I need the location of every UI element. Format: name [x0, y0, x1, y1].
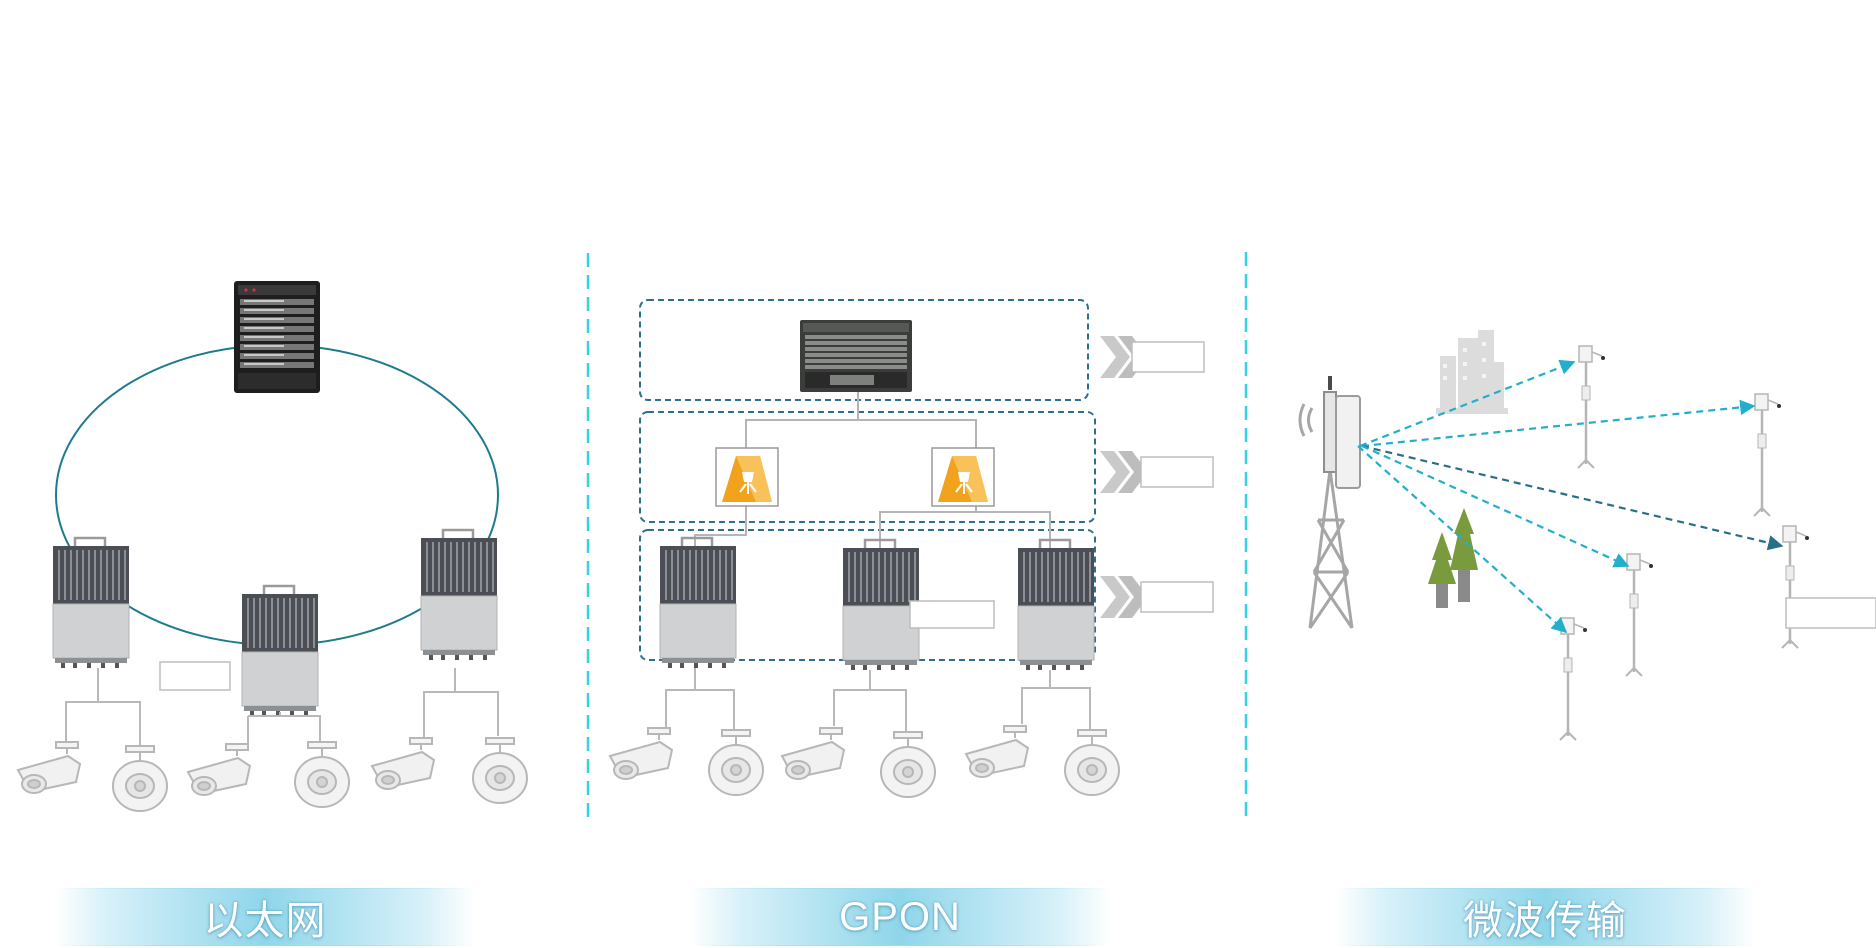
odn-layer-box — [639, 411, 1096, 523]
label-box — [159, 661, 231, 691]
core-switch-icon — [234, 281, 320, 393]
splitter-icon — [715, 447, 779, 507]
label-box — [1131, 341, 1205, 373]
microwave-links — [1357, 359, 1784, 634]
section-title: GPON — [839, 894, 961, 939]
section-title-band: GPON — [690, 888, 1110, 946]
label-box — [1140, 581, 1214, 613]
bullet-camera-icon — [371, 737, 435, 790]
camera-pole-icon — [1624, 552, 1655, 678]
bullet-camera-icon — [965, 725, 1029, 778]
camera-links — [665, 668, 1091, 732]
outdoor-switch-icon — [658, 536, 738, 670]
olt-layer-box — [639, 299, 1089, 401]
section-title: 微波传输 — [1463, 899, 1627, 943]
olt-icon — [800, 320, 912, 392]
outdoor-switch-icon — [841, 538, 921, 672]
outdoor-switch-icon — [1016, 538, 1096, 672]
section-title-band: 微波传输 — [1335, 888, 1755, 946]
splitter-icon — [931, 447, 995, 507]
camera-pole-icon — [1558, 616, 1589, 742]
dome-camera-icon — [112, 745, 168, 812]
label-box — [909, 600, 995, 629]
dome-camera-icon — [708, 729, 764, 796]
section-title-band: 以太网 — [55, 888, 475, 946]
microwave-tower-icon — [1298, 376, 1361, 629]
camera-links — [65, 668, 499, 748]
outdoor-switch-icon — [51, 536, 131, 670]
dome-camera-icon — [880, 731, 936, 798]
camera-pole-icon — [1576, 344, 1607, 470]
microwave-section — [1298, 330, 1876, 742]
bullet-camera-icon — [781, 727, 845, 780]
gpon-section — [609, 299, 1214, 798]
fiber-links — [694, 392, 1051, 548]
label-box — [1140, 456, 1214, 488]
section-title: 以太网 — [203, 899, 327, 943]
camera-pole-icon — [1752, 392, 1783, 518]
bullet-camera-icon — [17, 741, 81, 794]
ethernet-section — [17, 281, 528, 812]
outdoor-switch-icon — [240, 584, 320, 718]
dome-camera-icon — [472, 737, 528, 804]
building-icon — [1436, 330, 1508, 414]
dome-camera-icon — [1064, 729, 1120, 796]
camera-pole-icon — [1780, 524, 1811, 650]
outdoor-switch-icon — [419, 528, 499, 662]
label-box — [1785, 597, 1876, 629]
dome-camera-icon — [294, 741, 350, 808]
bullet-camera-icon — [187, 743, 251, 796]
bullet-camera-icon — [609, 727, 673, 780]
tree-icon — [1428, 508, 1478, 608]
